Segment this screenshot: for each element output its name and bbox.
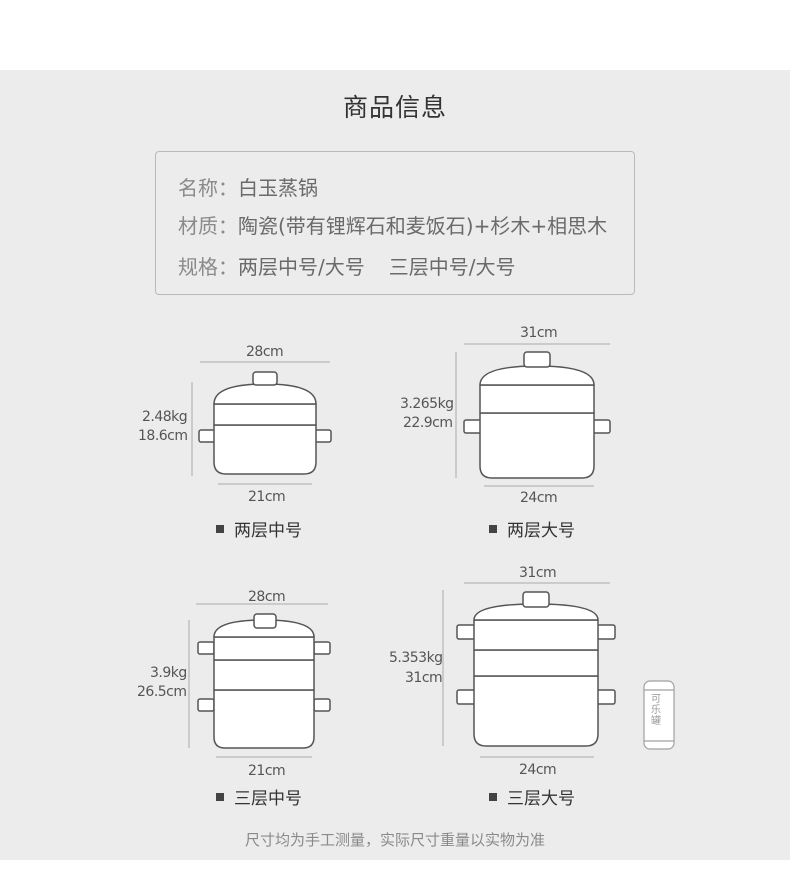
square-bullet-icon bbox=[489, 525, 497, 533]
info-box: 名称：白玉蒸锅 材质：陶瓷(带有锂辉石和麦饭石)+杉木+相思木 规格：两层中号/… bbox=[155, 151, 635, 295]
p4-height: 31cm bbox=[405, 670, 443, 686]
info-spec-value-b: 三层中号/大号 bbox=[388, 255, 516, 279]
square-bullet-icon bbox=[489, 793, 497, 801]
p1-bottom-width: 21cm bbox=[248, 489, 286, 505]
info-material-label: 材质： bbox=[178, 214, 238, 238]
info-name-row: 名称：白玉蒸锅 bbox=[178, 172, 318, 201]
p2-weight: 3.265kg bbox=[400, 396, 454, 412]
p3-top-width: 28cm bbox=[248, 589, 286, 605]
soda-can-label: 可乐罐 bbox=[651, 694, 661, 727]
info-material-value: 陶瓷(带有锂辉石和麦饭石)+杉木+相思木 bbox=[238, 214, 608, 238]
p1-caption-text: 两层中号 bbox=[234, 521, 302, 541]
p1-weight: 2.48kg bbox=[142, 409, 188, 425]
p1-top-width: 28cm bbox=[246, 344, 284, 360]
p4-top-width: 31cm bbox=[519, 565, 557, 581]
p3-weight: 3.9kg bbox=[150, 665, 187, 681]
p2-height: 22.9cm bbox=[403, 415, 453, 431]
p3-height: 26.5cm bbox=[137, 684, 187, 700]
p2-steamer-drawing bbox=[463, 351, 611, 479]
info-name-label: 名称： bbox=[178, 176, 238, 200]
p3-bottom-width: 21cm bbox=[248, 763, 286, 779]
info-spec-label: 规格： bbox=[178, 255, 238, 279]
info-name-value: 白玉蒸锅 bbox=[238, 176, 318, 200]
p1-steamer-drawing bbox=[198, 371, 332, 475]
p1-height: 18.6cm bbox=[138, 428, 188, 444]
p2-top-width: 31cm bbox=[520, 325, 558, 341]
square-bullet-icon bbox=[216, 793, 224, 801]
p4-steamer-drawing bbox=[456, 591, 616, 747]
info-spec-value-a: 两层中号/大号 bbox=[238, 255, 365, 279]
p4-bottom-width: 24cm bbox=[519, 762, 557, 778]
p2-caption: 两层大号 bbox=[489, 516, 575, 541]
p4-weight: 5.353kg bbox=[389, 650, 443, 666]
p2-bottom-width: 24cm bbox=[520, 490, 558, 506]
p3-caption-text: 三层中号 bbox=[234, 789, 302, 809]
info-material-row: 材质：陶瓷(带有锂辉石和麦饭石)+杉木+相思木 bbox=[178, 210, 607, 239]
page-title: 商品信息 bbox=[342, 93, 447, 122]
p3-caption: 三层中号 bbox=[216, 784, 302, 809]
info-spec-row: 规格：两层中号/大号三层中号/大号 bbox=[178, 251, 516, 280]
p3-steamer-drawing bbox=[197, 613, 331, 749]
p4-caption-text: 三层大号 bbox=[507, 789, 575, 809]
p1-caption: 两层中号 bbox=[216, 516, 302, 541]
square-bullet-icon bbox=[216, 525, 224, 533]
footer-note: 尺寸均为手工测量，实际尺寸重量以实物为准 bbox=[244, 831, 545, 849]
soda-can-drawing bbox=[643, 680, 675, 750]
p4-caption: 三层大号 bbox=[489, 784, 575, 809]
p2-caption-text: 两层大号 bbox=[507, 521, 575, 541]
